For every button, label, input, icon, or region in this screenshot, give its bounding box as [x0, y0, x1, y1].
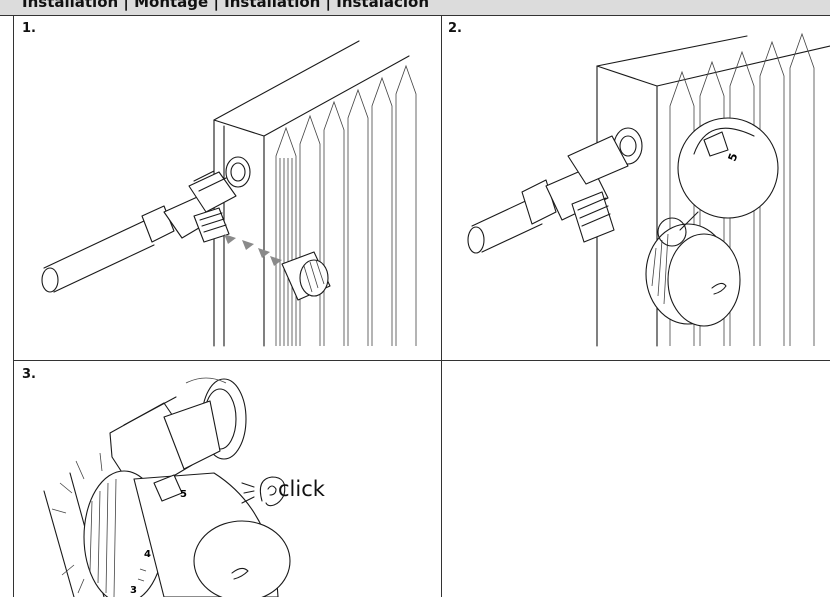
dial-mark-4: 4 [144, 549, 151, 560]
step-2-label: 2. [448, 21, 462, 36]
section-header: Installation | Montage | Installation | … [0, 0, 830, 16]
step-1-illustration [41, 40, 417, 347]
section-title: Installation | Montage | Installation | … [22, 0, 430, 11]
step-grid [13, 15, 830, 597]
dial-mark-5: 5 [180, 489, 187, 500]
step-3-illustration: 5 4 3 [43, 377, 291, 597]
step-1-label: 1. [22, 21, 36, 36]
click-sound-label: click [278, 477, 325, 501]
step-2-illustration: 5 [467, 32, 830, 347]
grid-divider-horizontal [13, 360, 830, 361]
empty-step-cell [442, 361, 830, 597]
svg-text:5: 5 [726, 151, 741, 163]
grid-divider-vertical [441, 15, 442, 597]
dial-mark-3: 3 [130, 585, 137, 596]
step-3-label: 3. [22, 367, 36, 382]
